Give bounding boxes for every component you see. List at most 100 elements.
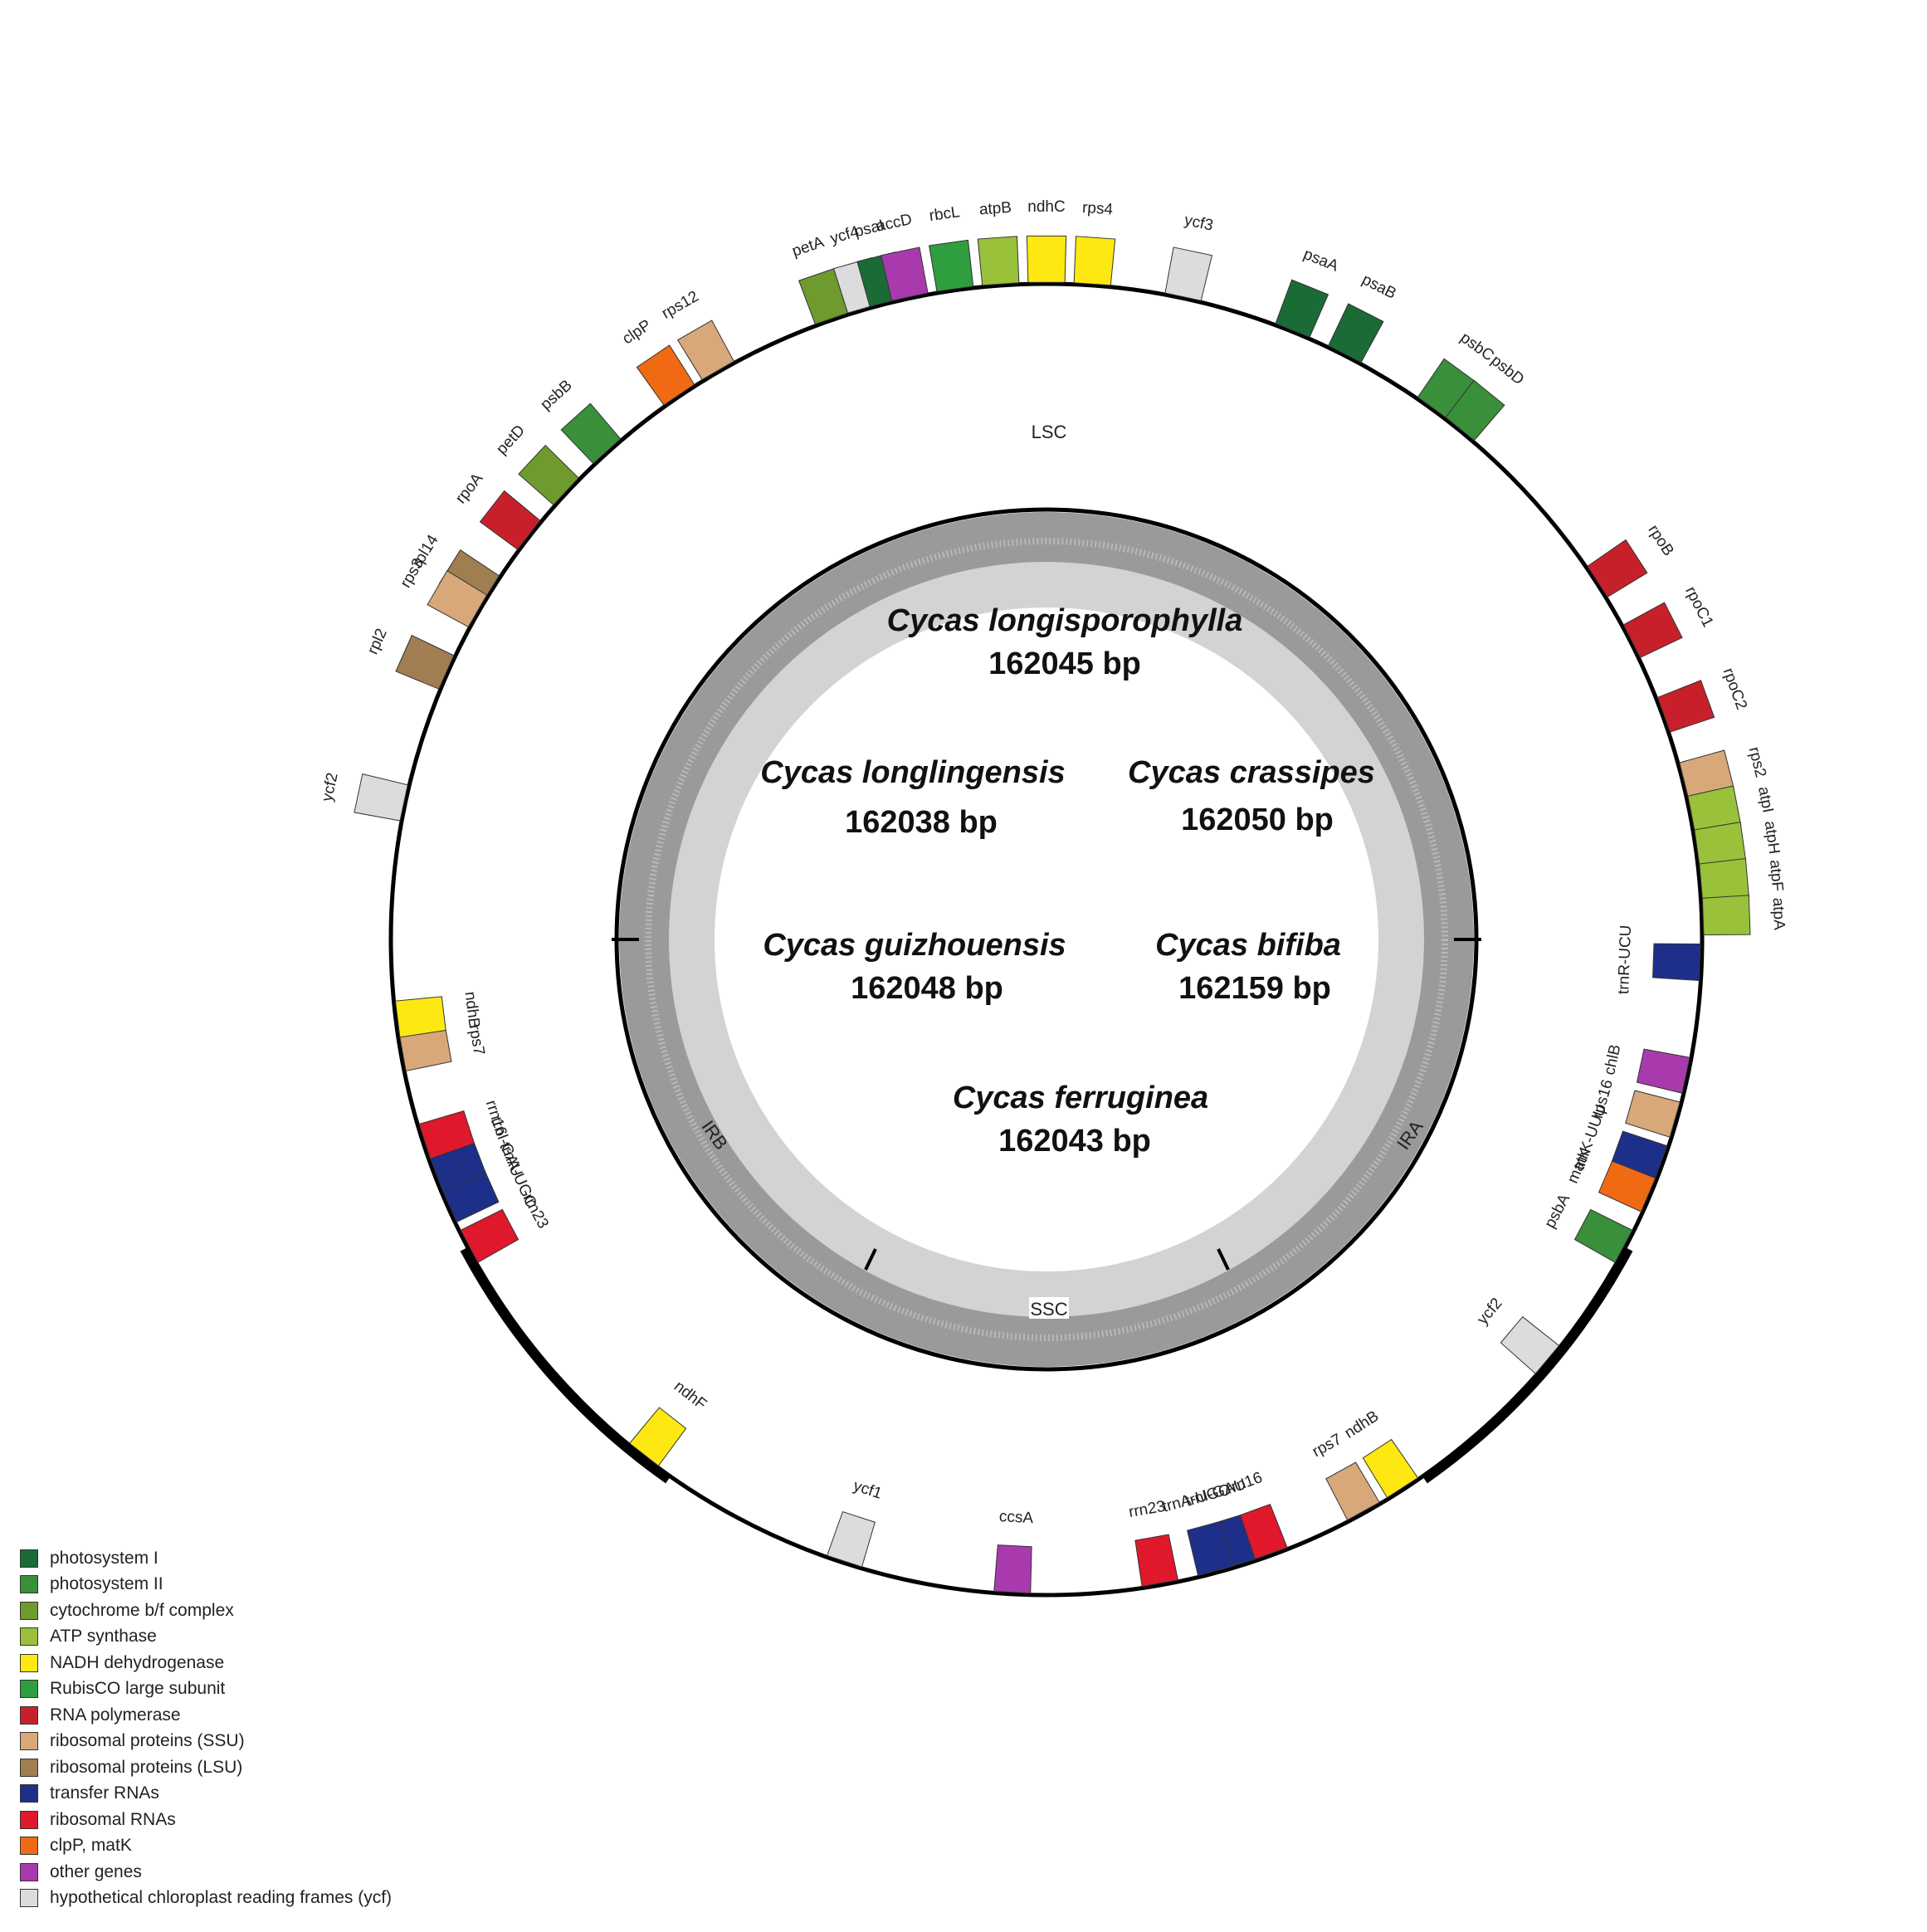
gene-label: rpoA xyxy=(452,470,486,507)
region-label-ssc: SSC xyxy=(1030,1299,1067,1320)
gene-label: atpB xyxy=(978,199,1012,219)
gene-block xyxy=(1699,857,1750,901)
legend-swatch xyxy=(20,1705,38,1725)
gene-block xyxy=(1587,539,1648,598)
gene-block xyxy=(1026,235,1067,283)
gene-label: psaB xyxy=(1359,271,1399,303)
gene-label: ycf3 xyxy=(1183,212,1214,235)
legend-label: RubisCO large subunit xyxy=(50,1679,226,1699)
gene-label: rpoB xyxy=(1644,522,1676,559)
gene-label: ndhF xyxy=(671,1378,710,1413)
legend-item: NADH dehydrogenase xyxy=(20,1650,601,1676)
legend-swatch xyxy=(20,1732,38,1751)
gene-block xyxy=(1073,236,1116,286)
legend-swatch xyxy=(20,1889,38,1908)
gene-label: psbD xyxy=(1488,352,1528,388)
gene-block xyxy=(1187,1520,1234,1577)
gene-label: trnA-UGC xyxy=(1161,1481,1232,1516)
species-size-6: 162043 bp xyxy=(998,1124,1151,1159)
gene-block xyxy=(1656,680,1715,733)
legend-swatch xyxy=(20,1784,38,1803)
gene-label: accD xyxy=(875,211,914,236)
legend-label: photosystem II xyxy=(50,1574,163,1594)
legend-label: ribosomal RNAs xyxy=(50,1809,176,1829)
legend-label: RNA polymerase xyxy=(50,1705,181,1725)
legend-item: RubisCO large subunit xyxy=(20,1676,601,1703)
gene-block xyxy=(354,773,408,822)
gene-block xyxy=(827,1510,876,1568)
gene-block xyxy=(394,996,446,1038)
legend-item: transfer RNAs xyxy=(20,1781,601,1808)
gene-block xyxy=(1134,1534,1179,1588)
boundary-tick-bottom-left xyxy=(864,1248,877,1271)
gene-block xyxy=(1573,1208,1633,1263)
legend-swatch xyxy=(20,1862,38,1881)
gene-label: atpF xyxy=(1766,859,1786,892)
gene-label: matK xyxy=(1564,1145,1595,1186)
gene-label: rps7 xyxy=(1310,1431,1345,1461)
species-size-4: 162048 bp xyxy=(851,971,1003,1006)
gene-block xyxy=(628,1407,687,1466)
center-disk xyxy=(715,607,1378,1271)
gene-label: rpoC2 xyxy=(1720,666,1750,712)
species-name-5: Cycas bifiba xyxy=(1155,928,1341,963)
gene-block xyxy=(1701,895,1751,935)
gene-block xyxy=(418,1110,476,1159)
legend-swatch xyxy=(20,1680,38,1699)
gene-label: rps12 xyxy=(659,288,702,323)
gene-block xyxy=(993,1544,1032,1594)
gene-blocks: rps4ycf3psaApsaBpsbCpsbDrpoBrpoC1rpoC2rp… xyxy=(319,198,1788,1594)
legend-label: transfer RNAs xyxy=(50,1783,159,1803)
gene-block xyxy=(479,490,541,550)
gene-label: clpP xyxy=(619,316,654,348)
legend-swatch xyxy=(20,1758,38,1777)
gene-label: chlB xyxy=(1601,1043,1624,1077)
legend-item: clpP, matK xyxy=(20,1833,601,1860)
gene-label: rpl2 xyxy=(364,626,391,656)
gene-block xyxy=(1652,943,1701,982)
legend-item: RNA polymerase xyxy=(20,1702,601,1729)
species-name-3: Cycas crassipes xyxy=(1128,755,1375,790)
gene-block xyxy=(560,402,622,465)
gene-block xyxy=(1500,1315,1560,1374)
gene-label: trnR-UCU xyxy=(1615,925,1635,994)
legend-item: other genes xyxy=(20,1859,601,1886)
legend-item: hypothetical chloroplast reading frames … xyxy=(20,1886,601,1912)
gene-label: rpoC1 xyxy=(1681,584,1716,631)
legend-item: cytochrome b/f complex xyxy=(20,1598,601,1624)
legend-item: ATP synthase xyxy=(20,1624,601,1651)
species-name-2: Cycas longlingensis xyxy=(760,755,1065,790)
species-size-5: 162159 bp xyxy=(1178,971,1331,1006)
legend-label: ribosomal proteins (SSU) xyxy=(50,1731,245,1751)
legend-label: ribosomal proteins (LSU) xyxy=(50,1757,243,1777)
species-name-4: Cycas guizhouensis xyxy=(763,928,1066,963)
gene-block xyxy=(676,320,734,381)
gene-block xyxy=(1636,1048,1690,1094)
legend-item: ribosomal proteins (LSU) xyxy=(20,1754,601,1781)
region-label-lsc: LSC xyxy=(1032,422,1067,442)
gene-block xyxy=(1325,1461,1380,1521)
gene-label: atpA xyxy=(1769,897,1788,930)
ir-thick-arc xyxy=(1421,1246,1633,1484)
outer-genome-ring xyxy=(388,281,1705,1598)
legend-item: ribosomal proteins (SSU) xyxy=(20,1729,601,1755)
legend-swatch xyxy=(20,1653,38,1672)
gc-noise-ring xyxy=(645,538,1448,1341)
legend-swatch xyxy=(20,1810,38,1829)
legend-label: cytochrome b/f complex xyxy=(50,1600,234,1620)
gene-block xyxy=(1328,303,1384,363)
legend-label: ATP synthase xyxy=(50,1627,157,1647)
gene-block xyxy=(1164,246,1213,301)
gene-label: psaA xyxy=(1301,246,1341,276)
gene-label: rps4 xyxy=(1081,199,1114,219)
legend-item: ribosomal RNAs xyxy=(20,1807,601,1833)
gene-label: rbcL xyxy=(928,203,961,225)
gene-label: ycf2 xyxy=(319,771,342,803)
species-size-1: 162045 bp xyxy=(988,646,1141,681)
gene-label: ndhB xyxy=(1342,1408,1383,1442)
gene-label: ndhB xyxy=(461,991,483,1030)
gene-block xyxy=(636,344,695,406)
gene-block xyxy=(1445,379,1505,442)
